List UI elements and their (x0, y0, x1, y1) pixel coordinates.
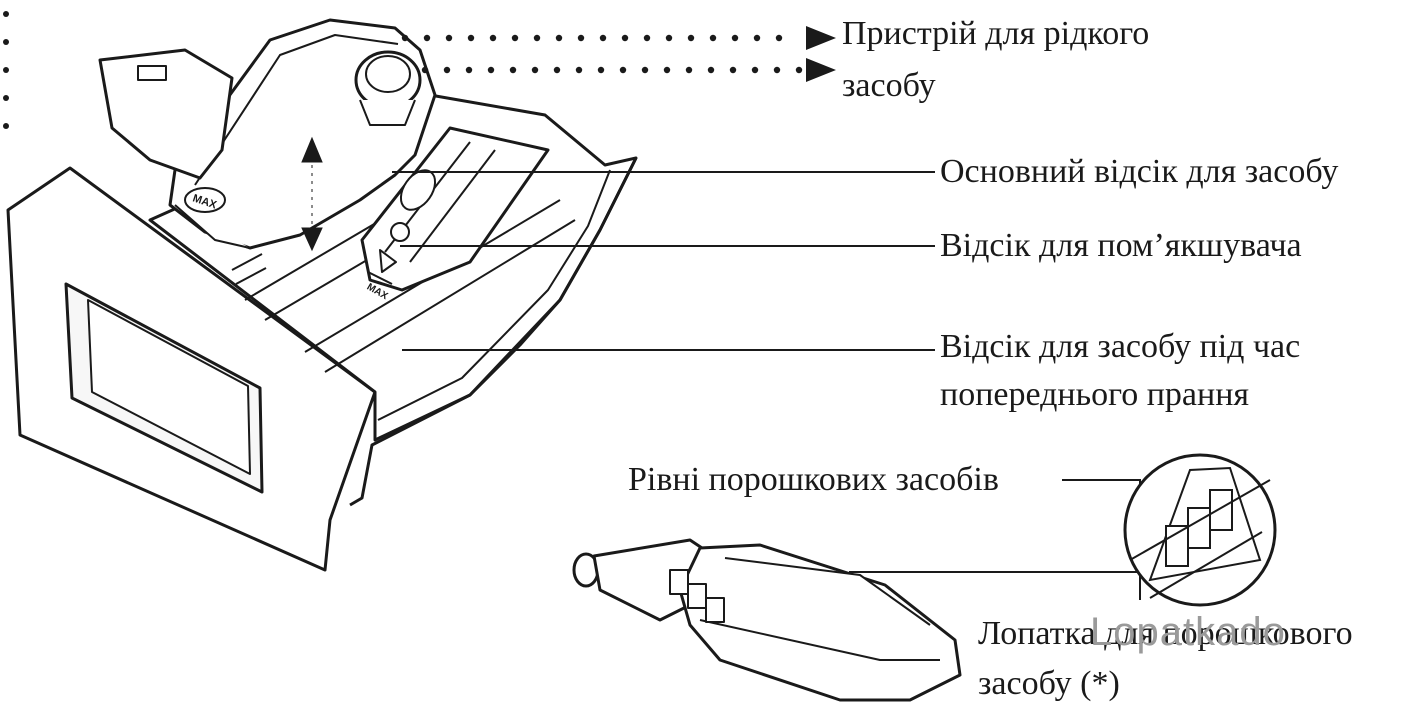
leader-dot (423, 34, 431, 42)
watermark: Lopatkado (1090, 610, 1286, 654)
label-liquid-device-cont: засобу (842, 67, 936, 104)
leader-dot (509, 66, 517, 74)
leader-dot (643, 34, 651, 42)
leader-dot (445, 34, 453, 42)
leader-dot (599, 34, 607, 42)
leader-dot (467, 34, 475, 42)
leader-dot (489, 34, 497, 42)
leader-dot (709, 34, 717, 42)
leader-dot (729, 66, 737, 74)
leader-dot (575, 66, 583, 74)
liquid-container (168, 18, 437, 250)
powder-scoop (572, 538, 962, 702)
max-marking-liquid: MAX (184, 187, 226, 213)
magnified-detail (1123, 453, 1277, 607)
leader-dot (663, 66, 671, 74)
leader-dot (641, 66, 649, 74)
leader-lines (392, 171, 1192, 600)
edge-dots (3, 11, 9, 129)
label-powder-levels: Рівні порошкових засобів (628, 461, 999, 498)
leader-dot (421, 66, 429, 74)
leader-dot (753, 34, 761, 42)
softener-insert (360, 126, 550, 292)
label-softener-compartment: Відсік для пом’якшувача (940, 227, 1302, 264)
leader-dot (707, 66, 715, 74)
leader-dot (401, 34, 409, 42)
leader-dot (555, 34, 563, 42)
label-powder-scoop-line2: засобу (*) (978, 665, 1120, 702)
leader-dot (685, 66, 693, 74)
leader-dot (795, 66, 803, 74)
dotted-leaders (401, 26, 836, 82)
leader-dot (487, 66, 495, 74)
leader-dot (511, 34, 519, 42)
label-liquid-device: Пристрій для рідкого (842, 15, 1150, 52)
leader-dot (597, 66, 605, 74)
leader-dot (751, 66, 759, 74)
leader-dot (621, 34, 629, 42)
drawer-front-panel (6, 166, 377, 572)
leader-dot (533, 34, 541, 42)
leader-dot (687, 34, 695, 42)
level-arrows (301, 136, 323, 252)
label-powder-scoop-line1: Лопатка для порошкового (978, 615, 1353, 652)
leader-dot (443, 66, 451, 74)
leader-dot (619, 66, 627, 74)
leader-dot (531, 66, 539, 74)
container-flap (98, 48, 234, 180)
leader-dot (773, 66, 781, 74)
leader-dot (577, 34, 585, 42)
leader-dot (731, 34, 739, 42)
leader-dot (775, 34, 783, 42)
leader-dot (665, 34, 673, 42)
label-main-compartment: Основний відсік для засобу (940, 153, 1339, 190)
leader-dot (465, 66, 473, 74)
label-prewash-compartment-line2: попереднього прання (940, 376, 1250, 413)
leader-dot (553, 66, 561, 74)
label-prewash-compartment-line1: Відсік для засобу під час (940, 328, 1301, 365)
